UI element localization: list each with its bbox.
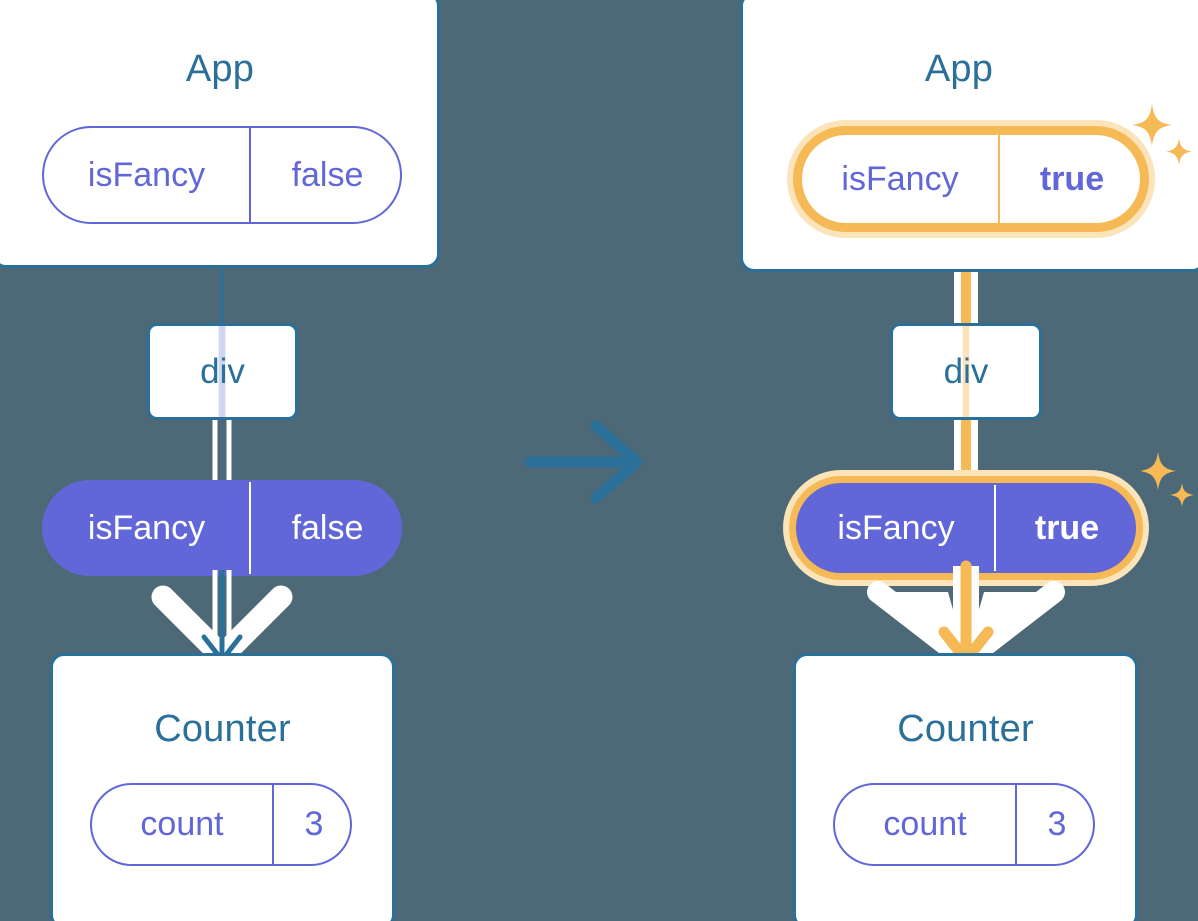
- app-state-pill-before[interactable]: isFancy false: [42, 126, 402, 224]
- app-box-title-before: App: [185, 48, 255, 90]
- element-wire-through-after: [962, 326, 970, 417]
- counter-state-value-after: 3: [1015, 785, 1097, 864]
- element-box-before: div: [147, 323, 298, 420]
- counter-state-pill-before[interactable]: count 3: [90, 783, 352, 866]
- counter-state-value-before: 3: [272, 785, 354, 864]
- prop-pill-after[interactable]: isFancy true: [796, 483, 1136, 573]
- app-state-value-before: false: [249, 128, 404, 222]
- prop-key-after: isFancy: [837, 508, 955, 547]
- app-state-key-before: isFancy: [87, 155, 206, 194]
- counter-box-before: Counter: [50, 653, 395, 921]
- element-box-after: div: [890, 323, 1042, 420]
- app-state-key-after: isFancy: [841, 159, 959, 198]
- element-box-label-before: div: [200, 351, 245, 391]
- prop-pill-before[interactable]: isFancy false: [42, 480, 402, 576]
- element-wire-through-before: [218, 326, 226, 417]
- counter-state-key-before: count: [140, 805, 224, 843]
- prop-value-after: true: [994, 485, 1138, 571]
- transition-arrow: [524, 420, 643, 504]
- counter-box-title-before: Counter: [154, 708, 291, 750]
- counter-state-key-after: count: [883, 805, 967, 843]
- prop-value-before: false: [249, 482, 404, 574]
- counter-box-title-after: Counter: [897, 708, 1034, 750]
- app-state-value-after: true: [998, 135, 1144, 223]
- wire-div-to-pill-left: [212, 418, 232, 486]
- counter-state-pill-after[interactable]: count 3: [833, 783, 1095, 866]
- prop-key-before: isFancy: [87, 508, 206, 547]
- element-box-label-after: div: [943, 351, 989, 391]
- app-box-title-after: App: [924, 48, 994, 90]
- app-state-pill-after[interactable]: isFancy true: [800, 133, 1142, 225]
